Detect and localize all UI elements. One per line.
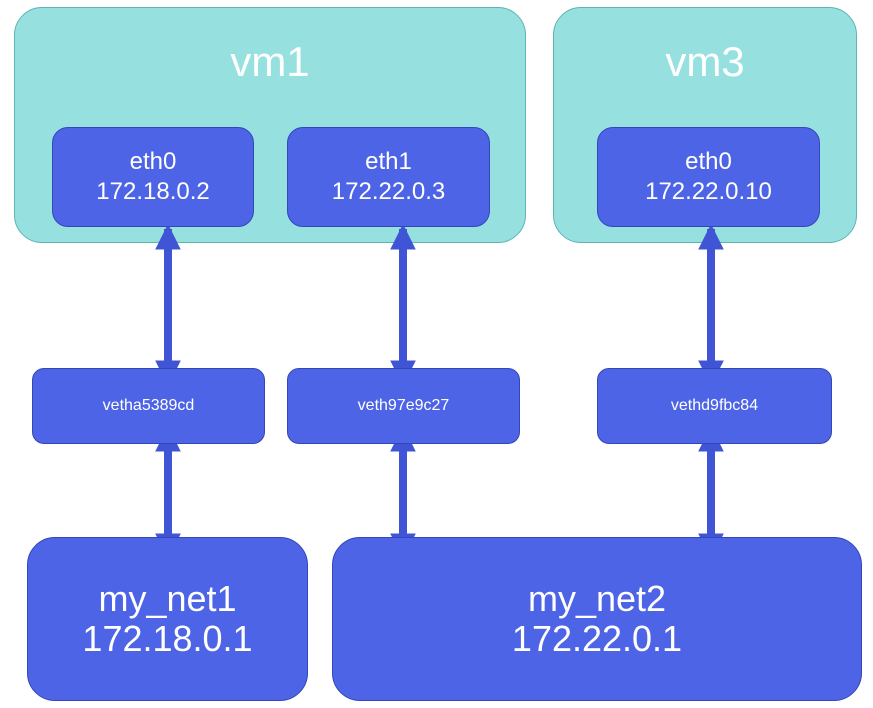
network-ip: 172.18.0.1 [82,618,253,659]
veth-name: vethd9fbc84 [670,397,759,414]
vm3-title: vm3 [665,38,745,85]
interface-name: eth0 [129,148,177,175]
interface-ip: 172.22.0.3 [331,178,446,205]
network-name: my_net1 [98,578,237,619]
interface-name: eth0 [685,148,732,175]
veth-name: veth97e9c27 [357,397,450,414]
veth-box-veth97e9c27: veth97e9c27 [287,368,520,444]
veth-box-vethd9fbc84: vethd9fbc84 [597,368,832,444]
interface-ip: 172.18.0.2 [96,178,210,205]
veth-name: vetha5389cd [102,397,195,414]
network-ip: 172.22.0.1 [511,618,683,659]
network-my-net2: my_net2 172.22.0.1 [332,537,862,701]
network-my-net1: my_net1 172.18.0.1 [27,537,308,701]
vm1-eth0-box: eth0 172.18.0.2 [52,127,254,227]
vm1-title: vm1 [230,38,310,85]
interface-ip: 172.22.0.10 [645,178,772,205]
vm1-eth1-box: eth1 172.22.0.3 [287,127,490,227]
interface-name: eth1 [365,148,412,175]
network-name: my_net2 [527,578,667,619]
veth-box-vetha5389cd: vetha5389cd [32,368,265,444]
vm3-eth0-box: eth0 172.22.0.10 [597,127,820,227]
